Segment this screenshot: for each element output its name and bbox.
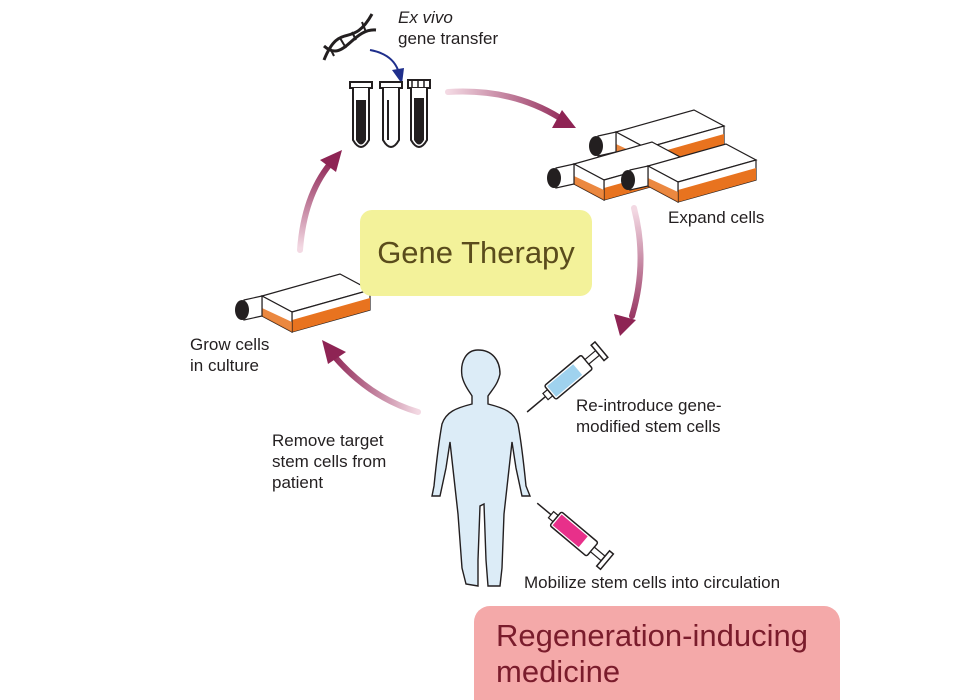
reintroduce-line-1: Re-introduce gene- [576, 396, 722, 415]
culture-flask-icon [234, 273, 371, 333]
cycle-arrow-left [297, 150, 342, 253]
expand-cells-label: Expand cells [668, 208, 765, 227]
gene-transfer-text: gene transfer [398, 29, 499, 48]
test-tubes-icon [349, 79, 431, 148]
remove-line-1: Remove target [272, 431, 384, 450]
cycle-arrow-top [445, 88, 576, 128]
reintroduce-line-2: modified stem cells [576, 417, 721, 436]
ex-vivo-text: Ex vivo [398, 8, 453, 27]
regeneration-title-line-1: Regeneration-inducing [496, 618, 808, 653]
remove-line-3: patient [272, 473, 324, 492]
remove-line-2: stem cells from [272, 452, 387, 471]
grow-line-2: in culture [190, 356, 259, 375]
grow-cells-label: Grow cells in culture [190, 334, 269, 376]
syringe-icon [536, 502, 615, 571]
gene-therapy-title: Gene Therapy [377, 235, 575, 270]
cycle-arrow-right [614, 205, 644, 336]
regeneration-title-line-2: medicine [496, 654, 621, 689]
dna-helix-icon [322, 13, 377, 61]
grow-line-1: Grow cells [190, 335, 270, 354]
ex-vivo-label: Ex vivo gene transfer [398, 7, 498, 49]
human-body-icon [431, 349, 532, 587]
transfer-arrow [369, 49, 404, 84]
cycle-arrow-bottom [322, 340, 421, 415]
gene-therapy-box: Gene Therapy [360, 210, 592, 296]
reintroduce-label: Re-introduce gene- modified stem cells [576, 395, 722, 437]
regeneration-medicine-box: Regeneration-inducing medicine [474, 606, 840, 700]
syringe-icon [526, 340, 609, 413]
mobilize-label: Mobilize stem cells into circulation [524, 573, 781, 592]
remove-label: Remove target stem cells from patient [272, 430, 386, 493]
